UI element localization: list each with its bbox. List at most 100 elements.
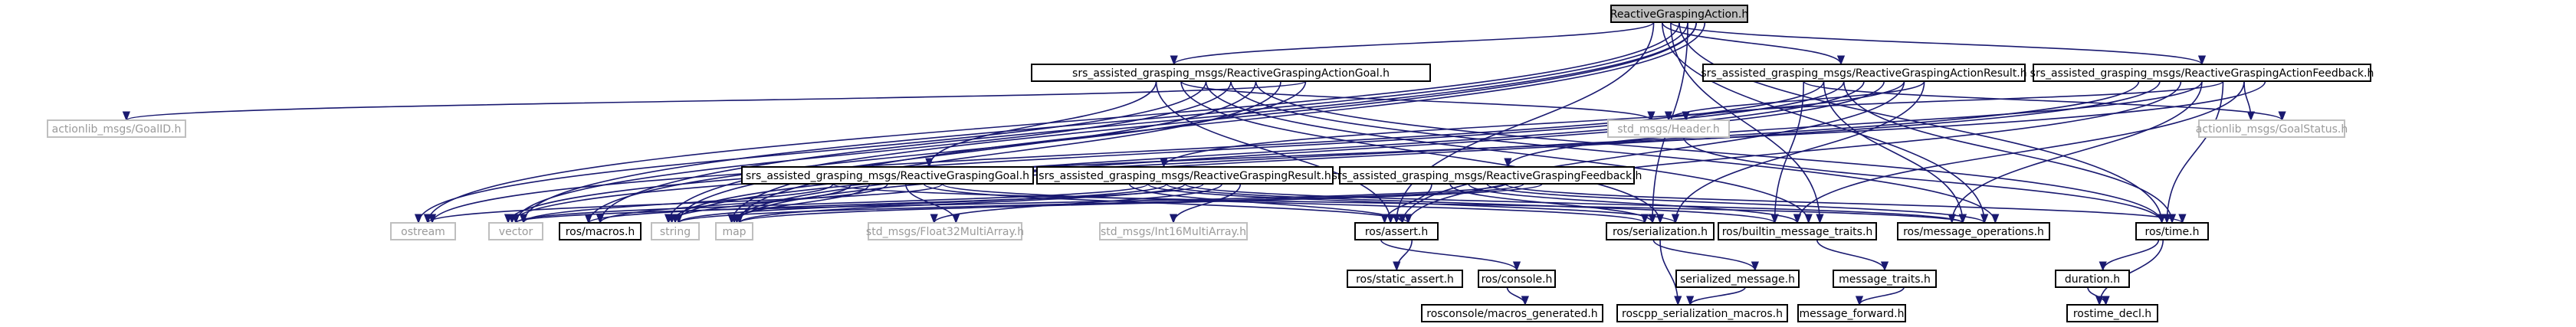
edge-goal-to-serialization: [941, 183, 1649, 224]
edge-action_goal-to-macros: [584, 80, 1307, 224]
node-box: [1606, 222, 1715, 240]
node-result[interactable]: srs_assisted_grasping_msgs/ReactiveGrasp…: [1036, 166, 1334, 185]
node-label: std_msgs/Header.h: [1617, 123, 1720, 136]
node-builtin[interactable]: ros/builtin_message_traits.h: [1718, 222, 1877, 240]
edge-action_feedback-to-msg_ops: [1948, 80, 2203, 224]
node-box: [2198, 119, 2345, 138]
edge-action_goal-to-goal: [925, 80, 1157, 168]
edge-builtin-to-message_traits: [1816, 239, 1889, 272]
edge-root-to-builtin: [1670, 21, 1824, 224]
edge-action_result-to-goal_status: [1803, 80, 2286, 122]
node-header: std_msgs/Header.h: [1607, 119, 1730, 138]
node-ser-macros[interactable]: roscpp_serialization_macros.h: [1616, 304, 1788, 322]
node-label: srs_assisted_grasping_msgs/ReactiveGrasp…: [746, 170, 1029, 182]
edge-message_traits-to-message_forward: [1855, 286, 1905, 306]
node-label: ostream: [401, 226, 445, 238]
edge-root-to-macros: [596, 21, 1698, 224]
edge-action_feedback-to-goal_status: [2243, 80, 2255, 122]
node-box: [1616, 304, 1788, 322]
node-serialized-message[interactable]: serialized_message.h: [1675, 270, 1800, 288]
edge-feedback-to-time: [1505, 183, 2187, 224]
node-box: [1099, 222, 1248, 240]
node-goal-status: actionlib_msgs/GoalStatus.h: [2196, 119, 2348, 138]
node-macros[interactable]: ros/macros.h: [559, 222, 642, 240]
node-feedback[interactable]: srs_assisted_grasping_msgs/ReactiveGrasp…: [1332, 166, 1642, 185]
node-label: actionlib_msgs/GoalID.h: [52, 123, 182, 136]
edge-result-to-int16: [1169, 183, 1242, 224]
node-box: [2135, 222, 2209, 240]
node-root[interactable]: ReactiveGraspingAction.h: [1610, 5, 1748, 23]
dependency-edges: [123, 21, 2286, 306]
edge-action_goal-to-ostream: [415, 80, 1207, 224]
node-goal[interactable]: srs_assisted_grasping_msgs/ReactiveGrasp…: [741, 166, 1034, 185]
edge-result-to-macros: [585, 183, 1204, 224]
node-box: [1610, 5, 1748, 23]
edge-action_feedback-to-builtin: [1793, 80, 2245, 224]
node-int16: std_msgs/Int16MultiArray.h: [1099, 222, 1248, 240]
edge-result-to-vector: [512, 183, 1149, 224]
node-box: [559, 222, 642, 240]
node-box: [2055, 270, 2130, 288]
edge-time-to-rostime_decl: [2095, 239, 2164, 306]
node-console[interactable]: ros/console.h: [1478, 270, 1556, 288]
node-label: ros/serialization.h: [1613, 226, 1708, 238]
node-rostime-decl[interactable]: rostime_decl.h: [2066, 304, 2158, 322]
node-label: rosconsole/macros_generated.h: [1426, 308, 1597, 320]
node-box: [1031, 64, 1431, 82]
node-action-goal[interactable]: srs_assisted_grasping_msgs/ReactiveGrasp…: [1031, 64, 1431, 82]
edge-action_goal-to-header: [1180, 80, 1656, 122]
node-serialization[interactable]: ros/serialization.h: [1606, 222, 1715, 240]
edge-assert-to-static_assert: [1393, 239, 1413, 272]
node-ostream: ostream: [390, 222, 456, 240]
node-label: message_forward.h: [1800, 308, 1905, 320]
node-string: string: [651, 222, 700, 240]
node-label: ros/message_operations.h: [1903, 226, 2044, 238]
edge-action_result-to-time: [1843, 80, 2177, 224]
node-action-feedback[interactable]: srs_assisted_grasping_msgs/ReactiveGrasp…: [2030, 64, 2374, 82]
edge-goal-to-vector: [520, 183, 834, 224]
edge-feedback-to-map: [736, 183, 1543, 224]
edge-action_goal-to-goal_id: [123, 80, 1307, 122]
node-goal-id: actionlib_msgs/GoalID.h: [47, 119, 186, 138]
node-box: [1833, 270, 1937, 288]
edge-root-to-msg_ops: [1661, 21, 1989, 224]
edge-serialized_message-to-ser_macros: [1686, 286, 1746, 306]
node-label: vector: [499, 226, 533, 238]
edge-goal-to-macros: [596, 183, 888, 224]
edge-action_result-to-ostream: [428, 80, 1825, 224]
node-message-forward[interactable]: message_forward.h: [1797, 304, 1906, 322]
node-label: serialized_message.h: [1680, 273, 1795, 286]
edge-time-to-duration: [2099, 239, 2160, 272]
node-label: ros/static_assert.h: [1356, 273, 1454, 286]
node-box: [1797, 304, 1906, 322]
edge-action_result-to-string: [668, 80, 1865, 224]
node-box: [2033, 64, 2371, 82]
edge-action_feedback-to-feedback: [1504, 80, 2203, 168]
node-time[interactable]: ros/time.h: [2135, 222, 2209, 240]
node-label: srs_assisted_grasping_msgs/ReactiveGrasp…: [1039, 170, 1331, 182]
node-message-traits[interactable]: message_traits.h: [1833, 270, 1937, 288]
node-macros-generated[interactable]: rosconsole/macros_generated.h: [1421, 304, 1603, 322]
node-msg-ops[interactable]: ros/message_operations.h: [1897, 222, 2050, 240]
node-label: ros/builtin_message_traits.h: [1722, 226, 1873, 238]
edge-serialization-to-ser_macros: [1659, 239, 1682, 306]
node-action-result[interactable]: srs_assisted_grasping_msgs/ReactiveGrasp…: [1701, 64, 2027, 82]
node-box: [1607, 119, 1730, 138]
node-label: ReactiveGraspingAction.h: [1610, 8, 1748, 21]
edge-root-to-action_result: [1661, 21, 1846, 66]
edge-action_goal-to-time: [1255, 80, 2166, 224]
edge-action_result-to-assert: [1398, 80, 1905, 224]
edge-action_result-to-map: [730, 80, 1885, 224]
edge-result-to-builtin: [1166, 183, 1779, 224]
edge-feedback-to-msg_ops: [1486, 183, 1988, 224]
node-assert[interactable]: ros/assert.h: [1354, 222, 1439, 240]
node-static-assert[interactable]: ros/static_assert.h: [1347, 270, 1463, 288]
node-label: std_msgs/Float32MultiArray.h: [866, 226, 1024, 238]
edge-result-to-string: [674, 183, 1167, 224]
edge-console-to-macros_generated: [1506, 286, 1529, 306]
node-box: [1702, 64, 2026, 82]
node-box: [1354, 222, 1439, 240]
edge-root-to-action_feedback: [1670, 21, 2206, 66]
node-duration[interactable]: duration.h: [2055, 270, 2130, 288]
node-box: [1421, 304, 1603, 322]
